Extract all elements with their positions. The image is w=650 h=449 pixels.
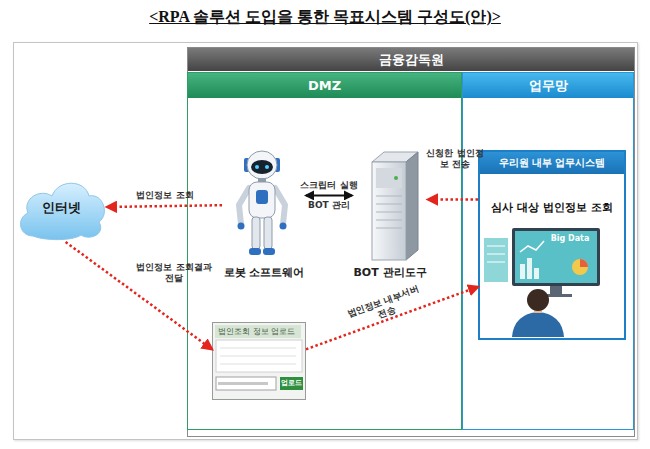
- robot-node: 로봇 소프트웨어: [222, 145, 306, 285]
- workstation-illustration: [484, 228, 600, 337]
- dotted-arrow: [428, 198, 478, 201]
- connector-label: 법인정보 조회: [120, 190, 210, 201]
- zone-header: 금융감독원: [188, 48, 634, 71]
- box-header: 우리원 내부 업무시스템: [480, 152, 624, 174]
- dotted-arrow: [107, 205, 222, 207]
- upload-screen: 법인조회 정보 업로드업로드: [212, 322, 306, 400]
- network-zone: 업무망우리원 내부 업무시스템심사 대상 법인정보 조회: [462, 72, 634, 430]
- box-text: 심사 대상 법인정보 조회: [480, 200, 624, 216]
- screen-text: Big Data: [548, 234, 592, 244]
- zone-header: DMZ: [188, 73, 461, 98]
- double-arrow: [306, 194, 352, 196]
- screen-title: 법인조회 정보 업로드: [215, 325, 301, 338]
- dotted-arrow: [66, 242, 212, 349]
- connector-label: 스크립터 실행: [294, 180, 364, 191]
- connector-label: BOT 관리: [294, 200, 364, 211]
- upload-button: 업로드: [280, 377, 303, 390]
- node-label: 인터넷: [15, 198, 107, 218]
- network-zone: DMZ 로봇 소프트웨어 BOT 관리도구법인조회 정보 업로드업로드: [187, 72, 462, 430]
- node-label: BOT 관리도구: [352, 265, 428, 281]
- server-illustration: [372, 152, 418, 260]
- robot-illustration: [238, 151, 287, 255]
- upload-form-illustration: [216, 340, 302, 390]
- zone-header: 업무망: [463, 73, 633, 98]
- connector-label: 법인정보 내부서버 전송: [344, 283, 427, 331]
- system-box: 우리원 내부 업무시스템심사 대상 법인정보 조회: [478, 150, 626, 340]
- connector-label: 신청한 법인정보 전송: [425, 148, 485, 170]
- connector-label: 법인정보 조회결과 전달: [132, 262, 216, 284]
- diagram-title: <RPA 솔루션 도입을 통한 목표시스템 구성도(안)>: [0, 6, 650, 28]
- node-label: 로봇 소프트웨어: [222, 265, 306, 281]
- server-node: BOT 관리도구: [352, 145, 428, 285]
- internet-cloud: 인터넷: [15, 172, 107, 242]
